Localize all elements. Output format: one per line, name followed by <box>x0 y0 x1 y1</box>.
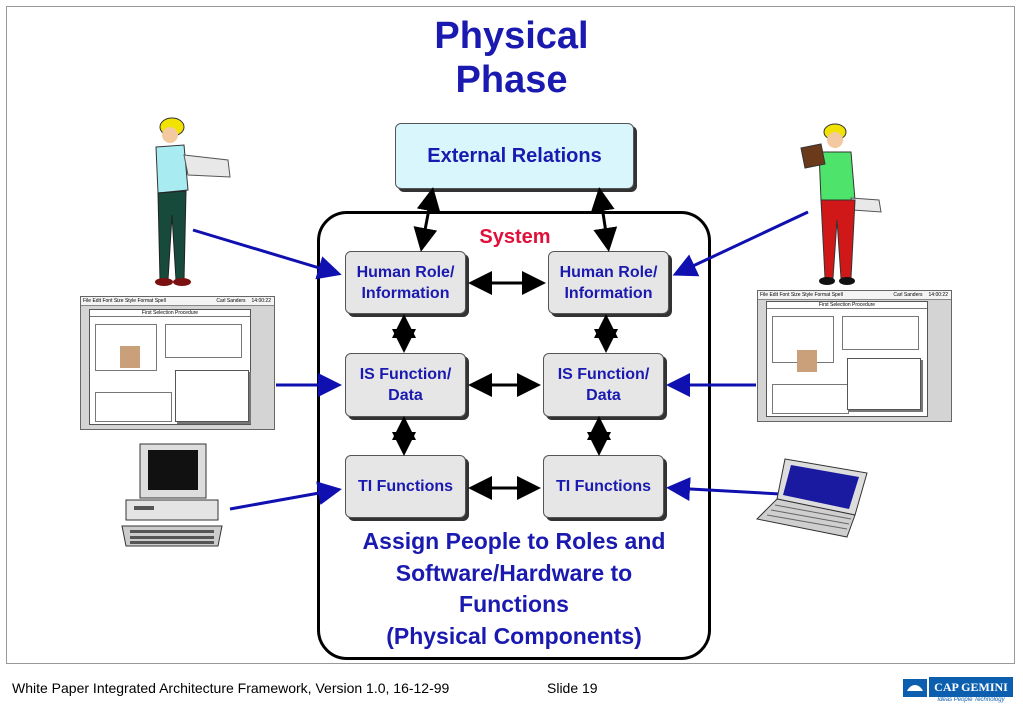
is-function-left-line1: IS Function/ <box>359 366 452 383</box>
screen-time-left: 14:00:22 <box>251 298 271 304</box>
arrow-ext-to-human-right <box>590 187 618 252</box>
screen-time-right: 14:00:22 <box>928 292 948 298</box>
worker-with-blueprint-icon <box>155 117 231 286</box>
arrow-worker-right <box>672 210 809 277</box>
cap-gemini-spade-icon <box>903 679 927 697</box>
screen-menu-left: File Edit Font Size Style Format Spell <box>83 298 166 304</box>
system-label: System <box>479 226 551 248</box>
is-function-left-line2: Data <box>388 387 423 404</box>
title-line-1: Physical <box>434 15 589 57</box>
ti-functions-box-left: TI Functions <box>345 455 466 518</box>
laptop-computer-icon <box>755 458 868 538</box>
application-screen-right: File Edit Font Size Style Format Spell 1… <box>757 290 952 422</box>
desktop-computer-icon <box>121 443 223 547</box>
assign-line-3: Functions <box>459 591 569 617</box>
human-role-right-line2: Information <box>564 284 653 302</box>
is-function-box-right: IS Function/ Data <box>543 353 664 417</box>
screen-user-left: Carl Sanders <box>216 298 246 304</box>
title-line-2: Phase <box>455 59 568 101</box>
ti-functions-left-label: TI Functions <box>357 478 454 495</box>
assign-line-2: Software/Hardware to <box>395 559 633 586</box>
assign-line-1: Assign People to Roles and <box>362 528 666 554</box>
screen-menu-right: File Edit Font Size Style Format Spell <box>760 292 843 298</box>
slide-frame <box>6 6 1015 664</box>
screen-user-right: Carl Sanders <box>893 292 923 298</box>
ti-functions-right-label: TI Functions <box>555 478 652 495</box>
system-container <box>317 211 711 660</box>
worker-with-clipboard-icon <box>800 123 882 285</box>
arrow-ext-to-human-left <box>413 187 441 252</box>
arrow-pc-left <box>229 481 342 511</box>
application-screen-left: File Edit Font Size Style Format Spell 1… <box>80 296 275 430</box>
assign-caption: Assign People to Roles and Software/Hard… <box>330 526 698 652</box>
is-function-right-line1: IS Function/ <box>557 366 650 383</box>
is-function-box-left: IS Function/ Data <box>345 353 466 417</box>
human-role-left-line2: Information <box>361 284 450 302</box>
arrow-laptop-right <box>666 477 781 501</box>
human-role-left-line1: Human Role/ <box>356 263 455 281</box>
footer-slide-number: Slide 19 <box>547 680 598 696</box>
human-role-right-line1: Human Role/ <box>559 263 658 281</box>
slide-title: Physical Phase <box>380 14 643 102</box>
assign-line-4: (Physical Components) <box>386 622 642 649</box>
cap-gemini-logo: CAP GEMINI Ideas People Technology <box>903 677 1013 705</box>
footer-document-title: White Paper Integrated Architecture Fram… <box>12 680 450 696</box>
logo-tagline: Ideas People Technology <box>937 697 1005 703</box>
is-function-right-line2: Data <box>586 387 621 404</box>
logo-name: CAP GEMINI <box>929 677 1013 697</box>
external-relations-box: External Relations <box>395 123 634 189</box>
arrow-worker-left <box>192 228 342 280</box>
screen-window-title-right: First Selection Procedure <box>767 302 927 309</box>
screen-window-title-left: First Selection Procedure <box>90 310 250 317</box>
external-relations-label: External Relations <box>427 144 602 167</box>
human-role-box-left: Human Role/ Information <box>345 251 466 314</box>
